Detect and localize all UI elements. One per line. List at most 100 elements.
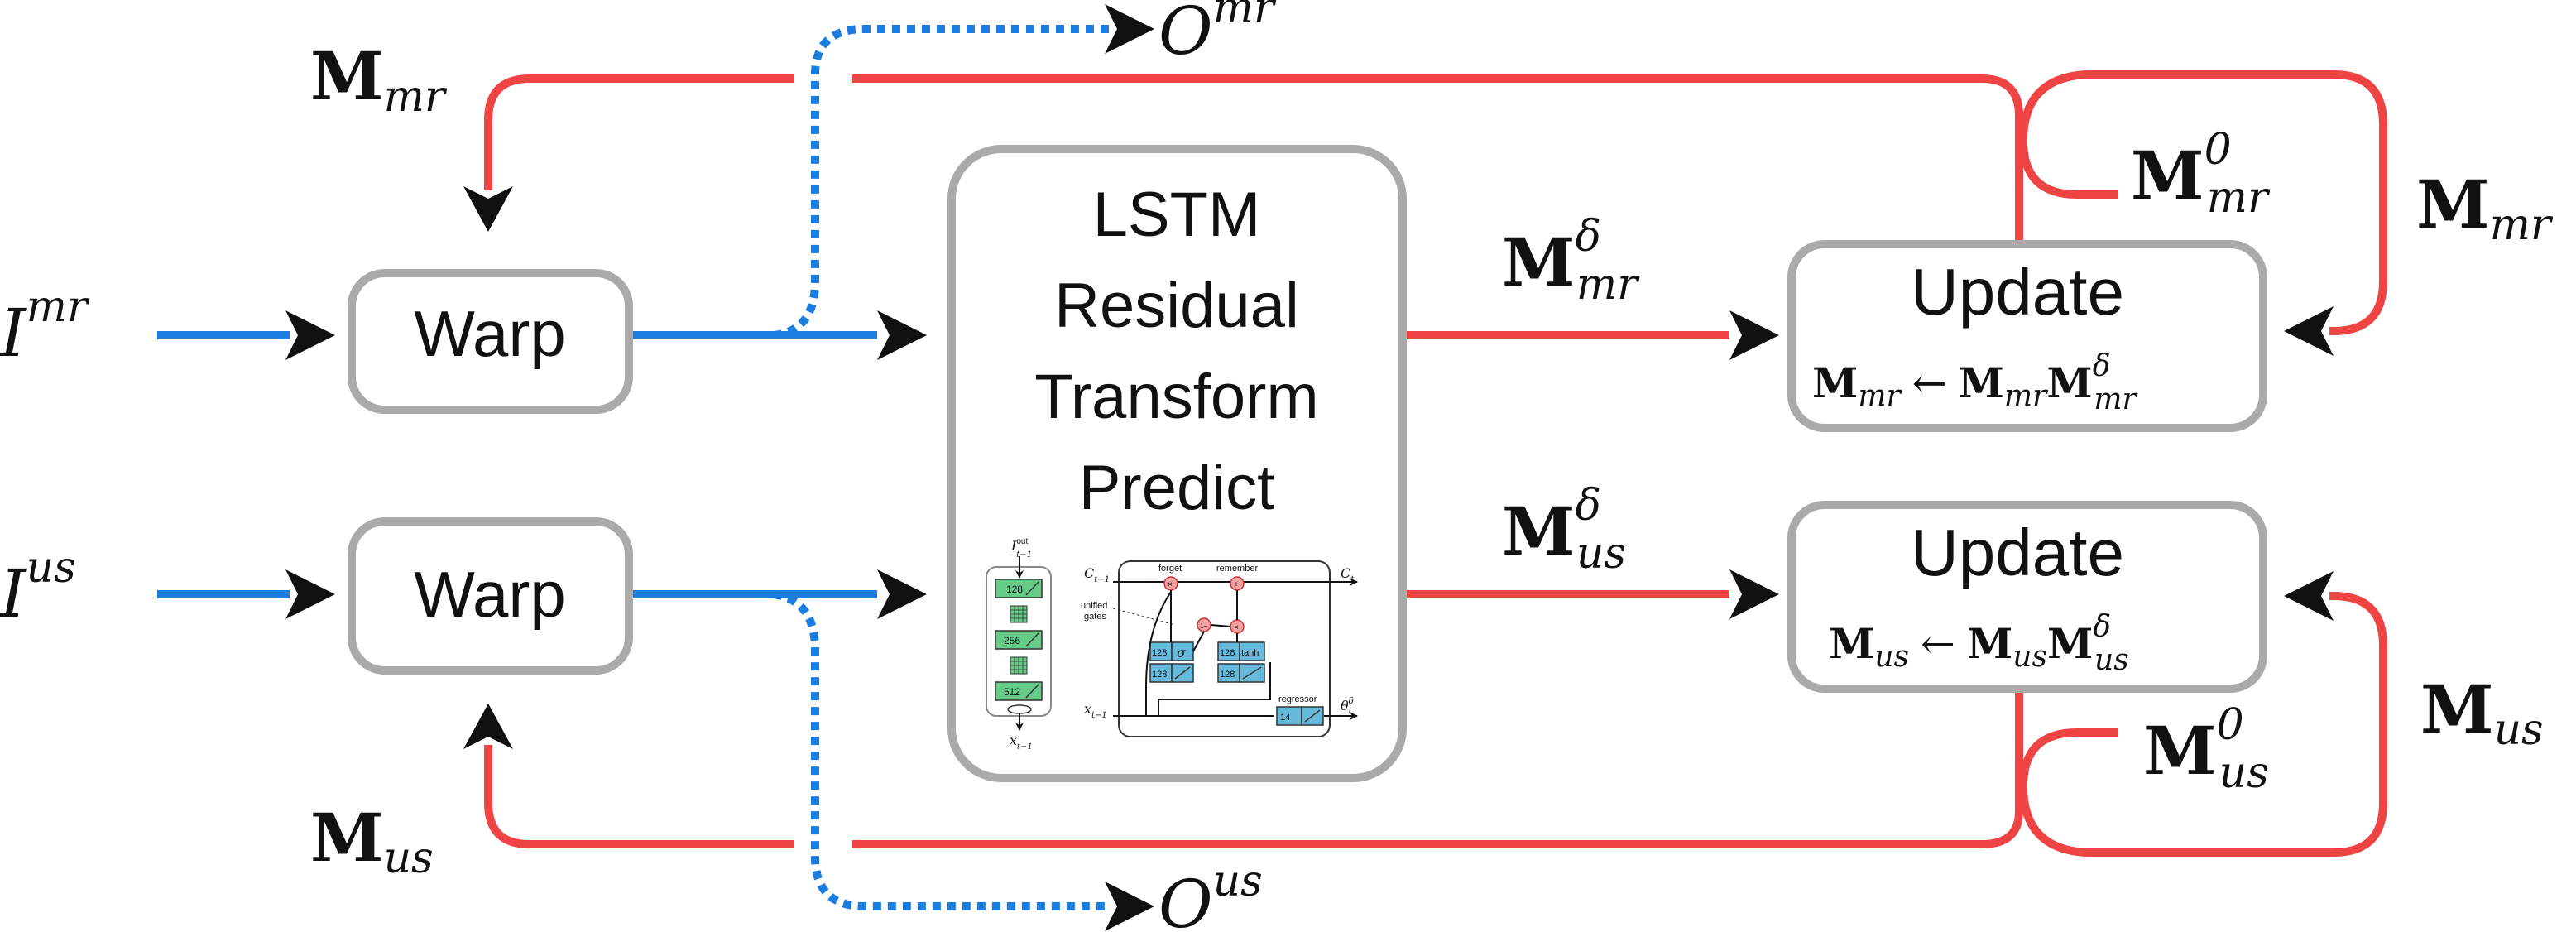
sigma-symbol: σ [1177,645,1187,661]
c-next-label: Ct [1341,565,1355,584]
arrow-into-update-bottom-left [1729,569,1779,619]
encoder-pool [1007,704,1032,714]
sigma-gate-label: 128 [1152,648,1167,658]
eq-bottom-lhs: M [1829,619,1874,668]
remember-op-symbol: + [1234,580,1239,589]
arrow-into-warp-bottom-left [285,569,335,619]
unified-gates-label-1: unified [1081,601,1107,611]
red-line-bottom-loop [484,687,2023,848]
arrow-into-update-top-left [1729,310,1779,360]
regressor-size: 14 [1280,713,1290,723]
update-top-box [1787,240,2267,432]
eq-bottom-r2-sup: δ [2093,610,2111,644]
eq-bottom-lhs-sub: us [1874,640,1909,674]
remember-label: remember [1216,564,1258,574]
c-prev-label: Ct−1 [1084,565,1110,584]
dotted-line-o-us [773,590,1109,910]
eq-bottom-r1: M [1967,619,2012,668]
label-o-mr: Omr [1158,0,1277,70]
red-line-m0-us [2018,592,2387,857]
label-m-mr-top: Mmr [310,37,448,122]
eq-bottom-r1-sub: us [2012,640,2047,674]
lstm-line-2: Residual [1054,271,1299,341]
arrow-into-warp-bottom [463,704,513,749]
lstm-title: LSTM Residual Transform Predict [1034,180,1318,523]
arrow-into-lstm-top [877,310,927,360]
forget-op-symbol: × [1168,580,1173,589]
warp-top-box [348,269,633,414]
eq-bottom-r2: M [2047,619,2093,668]
layer-256-label: 256 [1004,635,1020,646]
eq-top-r2-sup: δ [2093,349,2111,383]
label-o-us: Ous [1158,857,1263,932]
arrow-o-mr [1105,4,1154,54]
red-line-m0-mr [2018,70,2387,335]
label-m-mr-right: Mmr [2416,166,2554,250]
eq-top-r2: M [2046,358,2092,407]
eq-bottom-arrow: ← [1921,620,1955,668]
one-minus-op-symbol: 1− [1200,622,1207,630]
update-top-title: Update [1911,255,2124,329]
layer-512-label: 512 [1004,686,1020,698]
arrow-into-warp-top-left [285,310,335,360]
layer-128-label: 128 [1006,584,1023,595]
forget-label: forget [1158,564,1182,574]
eq-top-lhs-sub: mr [1858,379,1902,413]
label-m-us-bottom: Mus [310,799,434,883]
tanh-gate-2-label: 128 [1220,670,1235,680]
warp-bottom-box [348,517,633,675]
label-m-us-right: Mus [2420,670,2544,755]
update-bottom-box [1787,501,2267,693]
layer-128-activation [1025,581,1039,596]
red-line-top-loop [484,74,2023,240]
lstm-line-3: Transform [1034,362,1318,432]
regressor-act-line [1304,709,1321,723]
update-bottom-title: Update [1911,516,2124,589]
sigma-act-2-line [1174,666,1191,680]
eq-top-r1-sub: mr [2004,379,2048,413]
tanh-act-2-line [1242,666,1262,680]
unified-gates-pointer [1112,608,1176,626]
arrow-into-update-top-right [2284,306,2334,356]
encoder-output-label: xt−1 [1010,733,1033,752]
x-prev-label: xt−1 [1084,701,1107,720]
tanh-gate-label: 128 [1220,648,1235,658]
lstm-line-1: LSTM [1093,180,1261,250]
layer-512-activation [1025,684,1039,699]
eq-top-lhs: M [1812,358,1858,407]
tanh-label: tanh [1241,648,1259,658]
unified-gates-label-2: gates [1084,612,1106,622]
eq-top-r1: M [1959,358,2004,407]
tanh-box [1239,641,1265,661]
layer-128 [995,579,1043,598]
label-i-us: Ius [0,543,76,632]
input-op-symbol: × [1234,623,1239,632]
warp-bottom-label: Warp [414,558,565,631]
arrow-into-lstm-bottom [877,569,927,619]
arrow-o-us [1105,882,1154,931]
arrow-into-update-bottom-right [2284,571,2334,621]
grid-2-lines [1010,657,1027,674]
grid-1-lines [1010,606,1027,622]
layer-256-activation [1025,632,1039,647]
eq-top-r2-sub: mr [2094,382,2137,416]
cell-wiring [1145,590,1271,716]
regressor-label: regressor [1278,694,1317,704]
arrow-into-warp-top [463,186,513,232]
lstm-line-4: Predict [1079,453,1275,523]
layer-512 [995,681,1043,701]
layer-256 [995,630,1043,650]
eq-top-arrow: ← [1912,359,1947,407]
sigma-gate-2-label: 128 [1152,670,1167,680]
eq-bottom-r2-sub: us [2094,643,2129,677]
